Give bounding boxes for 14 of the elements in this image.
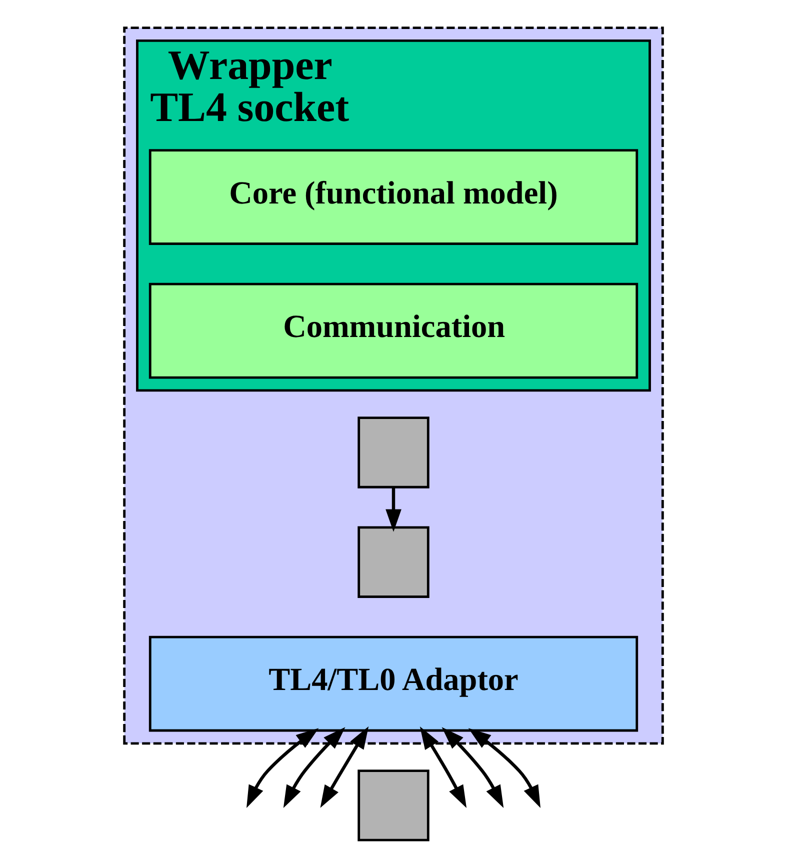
arrow [246,728,318,808]
node-box: Core (functional model) [148,149,638,245]
node-box [357,526,429,598]
node-box: TL4/TL0 Adaptor [148,636,638,732]
arrow [320,726,368,808]
arrow [419,726,466,808]
arrow [385,487,401,532]
cluster [122,26,664,745]
node-box: Communication [148,282,638,379]
arrow [441,727,504,808]
node-box [357,770,429,842]
arrow [468,728,540,808]
arrow [282,727,345,808]
node-box [357,416,429,488]
